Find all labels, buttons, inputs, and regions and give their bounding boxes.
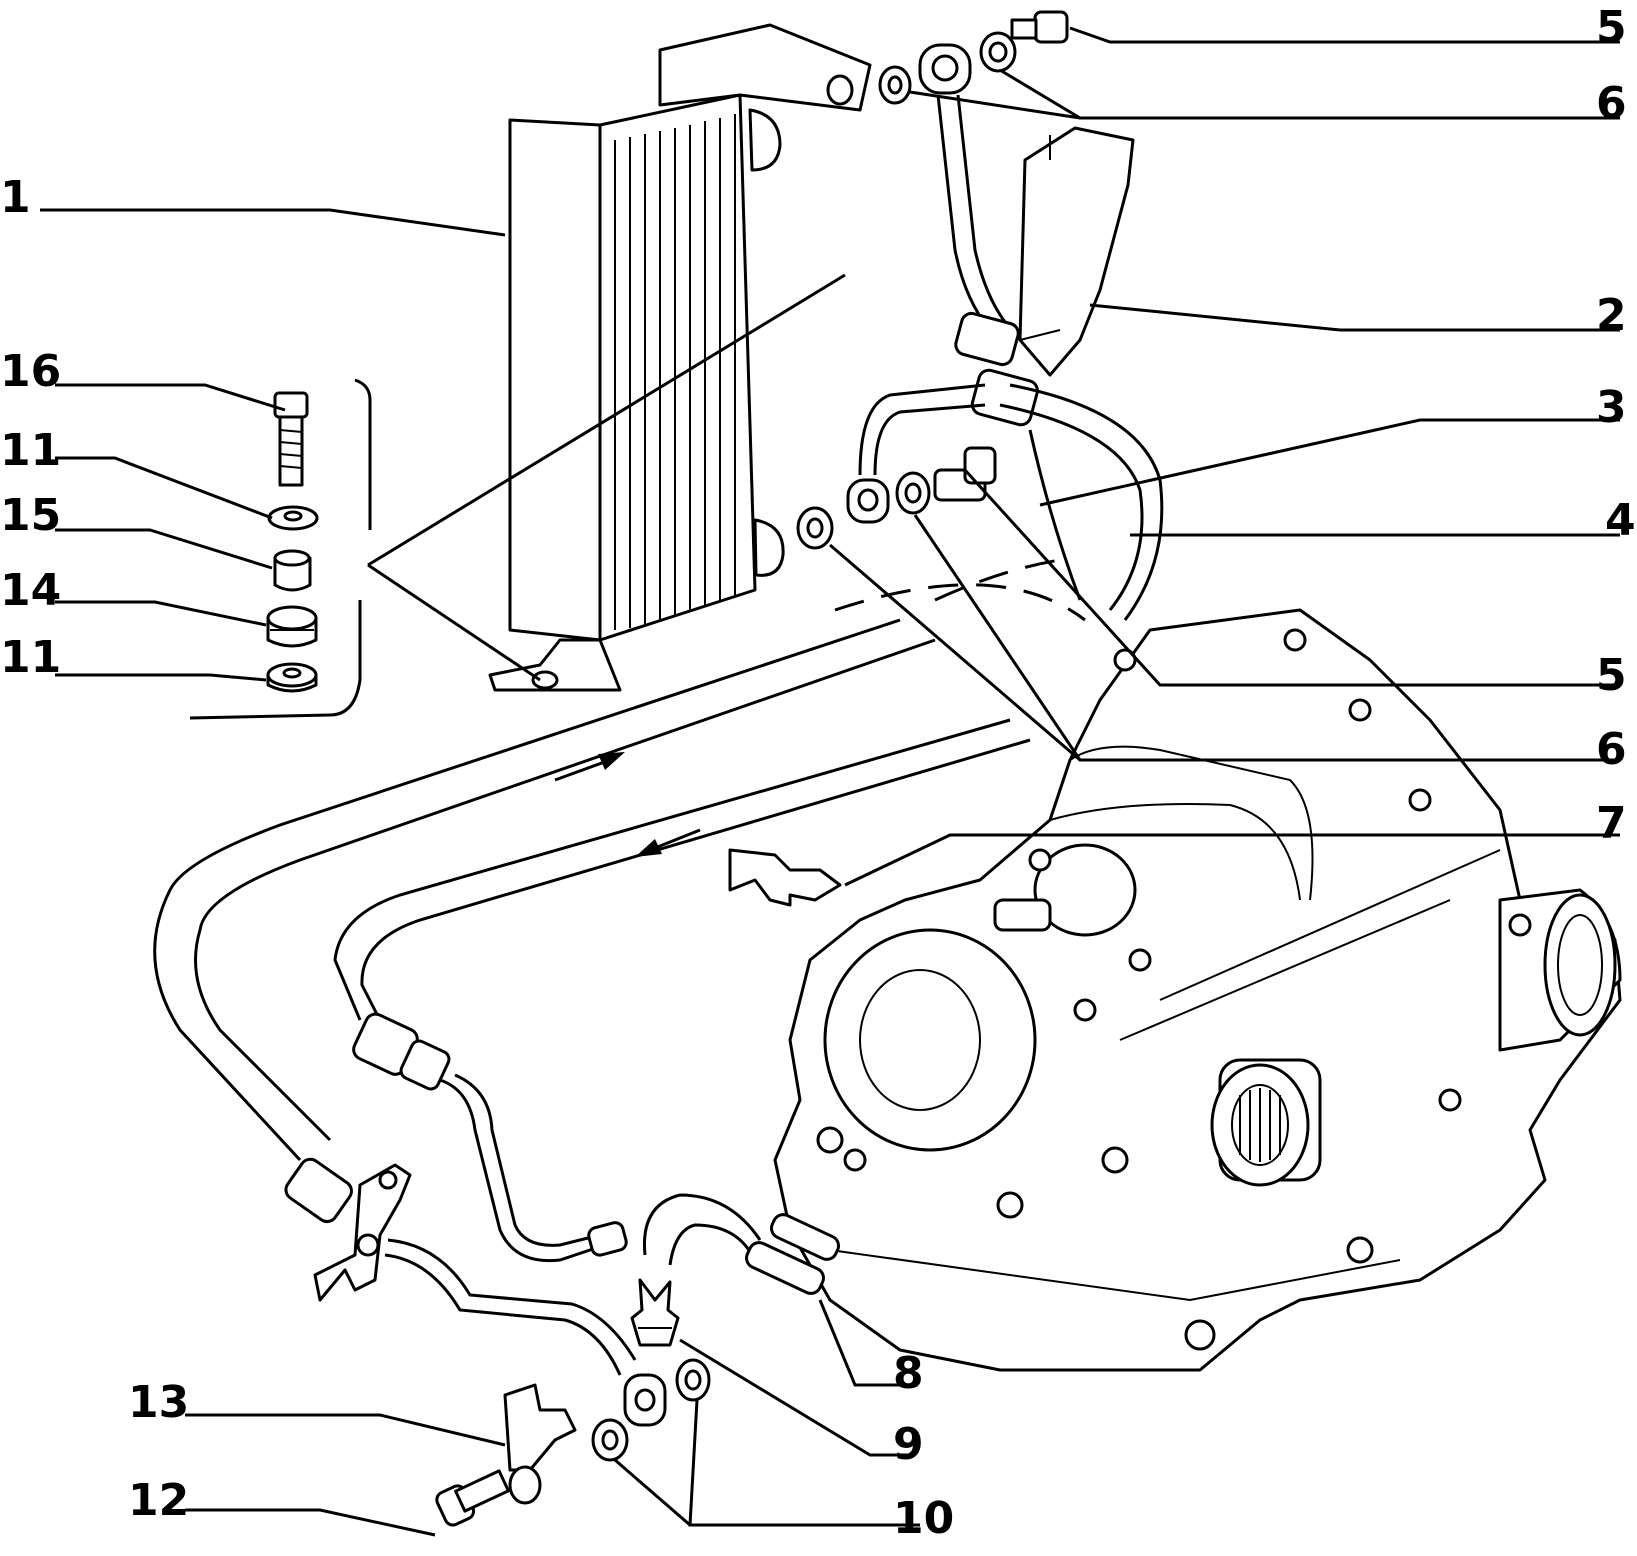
fitting-9: [630, 1278, 680, 1347]
flow-arrow-left: [635, 828, 701, 857]
housing-bolts: [816, 628, 1532, 1351]
callout-2: 2: [1596, 290, 1627, 341]
splined-shaft: [1210, 1058, 1322, 1187]
callout-11-bottom: 11: [0, 632, 61, 683]
washer-11-top: [267, 505, 319, 531]
callout-16: 16: [0, 346, 61, 397]
callout-leaders: [40, 26, 1620, 1537]
callout-11-top: 11: [0, 425, 61, 476]
bracket-clip-left: [313, 1163, 412, 1302]
rigid-pipe-lower: [384, 1073, 637, 1376]
flow-arrow-right: [554, 752, 625, 782]
banjo-bolt-5-top: [1010, 10, 1069, 44]
hose-clamp-lower-left: [284, 1157, 353, 1224]
callout-10: 10: [893, 1493, 954, 1544]
hose-sleeves-8: [642, 1193, 841, 1295]
callout-8: 8: [893, 1348, 924, 1399]
top-fittings: [796, 10, 1135, 550]
clip-7: [728, 848, 842, 907]
mount-leader-lines: [189, 273, 846, 720]
callout-5-mid: 5: [1596, 650, 1627, 701]
callout-3: 3: [1596, 382, 1627, 433]
banjo-pipe-top: [918, 43, 1007, 331]
bolt-12: [435, 1469, 510, 1527]
mount-stack: [266, 391, 319, 693]
gearbox-housing: [773, 608, 1622, 1372]
bracket-clip-13: [503, 1383, 577, 1505]
callout-9: 9: [893, 1419, 924, 1470]
washer-6-top-right: [979, 31, 1017, 73]
sealing-washers-10: [591, 1358, 711, 1462]
washer-6-mid: [895, 471, 931, 515]
callout-1: 1: [0, 172, 31, 223]
oil-lines: [153, 618, 1031, 1376]
oil-cooler: [488, 23, 872, 692]
callout-4: 4: [1605, 495, 1636, 546]
pipe-3: [846, 383, 986, 524]
hose-4: [834, 383, 1164, 622]
rubber-mount-14: [266, 605, 318, 648]
callout-13: 13: [128, 1377, 189, 1428]
callout-6-mid: 6: [1596, 724, 1627, 775]
callout-12: 12: [128, 1475, 189, 1526]
callout-15: 15: [0, 490, 61, 541]
callout-7: 7: [1596, 798, 1627, 849]
spacer-15: [273, 549, 312, 592]
bracket-2: [1018, 126, 1135, 377]
washer-11-bottom: [266, 662, 318, 693]
callout-5-top: 5: [1596, 2, 1627, 53]
callout-14: 14: [0, 565, 61, 616]
hose-clamp-lower-right: [352, 1012, 451, 1091]
callout-6-top: 6: [1596, 78, 1627, 129]
washer-6-left: [796, 506, 834, 550]
bolt-16: [273, 391, 309, 487]
washer-6-top-left: [878, 65, 912, 105]
